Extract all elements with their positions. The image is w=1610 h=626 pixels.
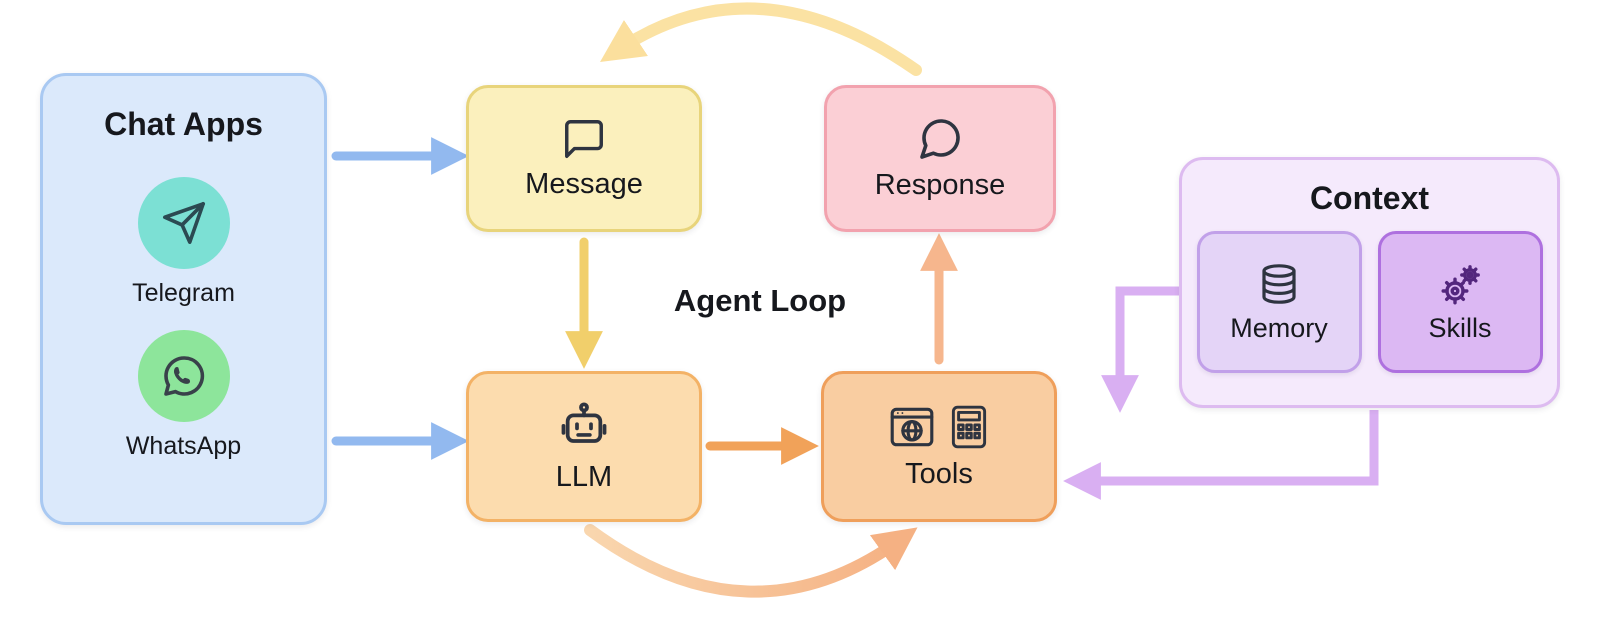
- tools-icons: [887, 402, 991, 452]
- calculator-icon: [947, 402, 991, 452]
- agent-loop-label: Agent Loop: [673, 283, 847, 318]
- arrow-context-to-tools-down: [1101, 286, 1179, 413]
- telegram-label: Telegram: [132, 279, 235, 307]
- whatsapp-phone-icon: [137, 330, 230, 422]
- message-node: Message: [466, 85, 702, 232]
- speech-bubble-round-icon: [916, 115, 964, 163]
- arrow-llm-to-tools-loop: [584, 524, 918, 598]
- response-node: Response: [824, 85, 1056, 232]
- chat-apps-title: Chat Apps: [104, 106, 263, 142]
- arrow-context-to-tools-left: [1063, 410, 1379, 500]
- speech-bubble-square-icon: [561, 116, 607, 162]
- database-icon: [1255, 261, 1303, 309]
- chat-apps-panel: Chat Apps Telegram WhatsApp: [40, 73, 327, 525]
- message-label: Message: [525, 168, 643, 200]
- context-items-row: Memory: [1196, 231, 1543, 373]
- browser-globe-icon: [887, 402, 937, 452]
- gears-icon: [1436, 261, 1484, 309]
- memory-item: Memory: [1196, 231, 1362, 373]
- llm-label: LLM: [555, 461, 613, 493]
- arrow-response-to-message-loop: [600, 2, 922, 76]
- tools-label: Tools: [905, 458, 973, 490]
- whatsapp-label: WhatsApp: [125, 432, 242, 460]
- robot-icon: [556, 399, 612, 455]
- tools-node: Tools: [821, 371, 1057, 522]
- telegram-paper-plane-icon: [137, 177, 230, 269]
- memory-label: Memory: [1230, 312, 1328, 343]
- skills-item: Skills: [1377, 231, 1543, 373]
- response-label: Response: [874, 169, 1006, 201]
- skills-label: Skills: [1428, 312, 1492, 343]
- context-panel: Context Memory: [1179, 157, 1560, 408]
- llm-node: LLM: [466, 371, 702, 522]
- context-title: Context: [1309, 180, 1430, 216]
